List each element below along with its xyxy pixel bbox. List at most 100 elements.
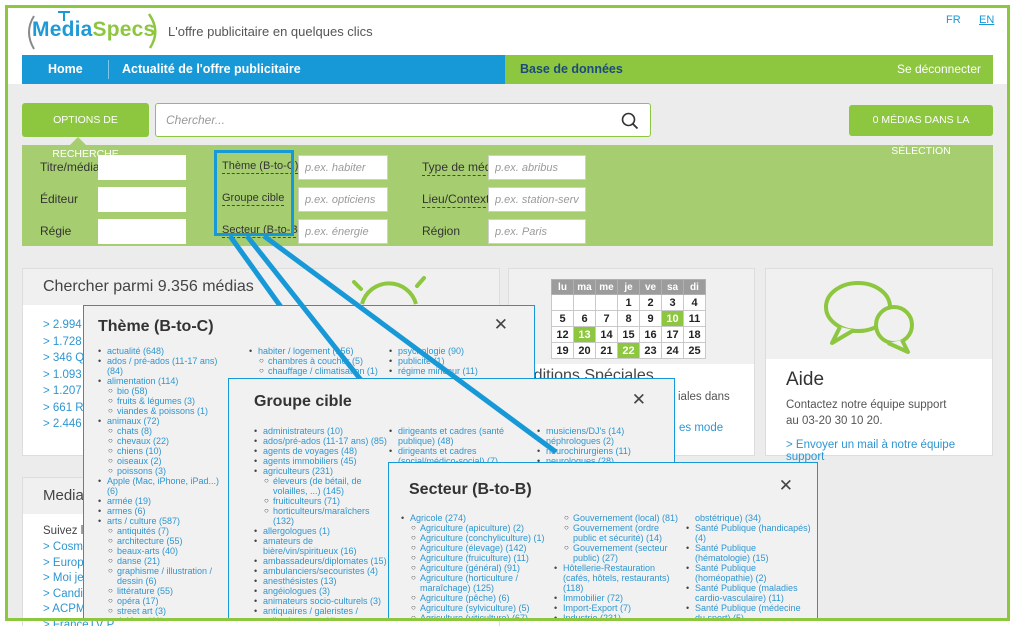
search-input[interactable]	[166, 104, 616, 136]
calendar-day-cell[interactable]: 17	[661, 326, 684, 343]
calendar-day-cell[interactable]: 10	[661, 310, 684, 327]
calendar-day-cell[interactable]: 4	[683, 294, 706, 311]
calendar-day-cell[interactable]: 1	[617, 294, 640, 311]
list-item[interactable]: ○chauffage / climatisation (1)	[259, 366, 378, 376]
list-item[interactable]: ○théâtre (41)	[98, 616, 230, 620]
list-item[interactable]: •animaux (72)	[98, 416, 160, 426]
list-item[interactable]: •neurochirurgiens (11)	[537, 446, 631, 456]
list-item[interactable]: ○viandes & poissons (1)	[108, 406, 209, 416]
calendar-day-cell[interactable]: 14	[595, 326, 618, 343]
list-item[interactable]: ○Agriculture (conchyliculture) (1)	[411, 533, 545, 543]
calendar-day-cell[interactable]: 18	[683, 326, 706, 343]
list-item[interactable]: ○antiquités (7)	[108, 526, 170, 536]
calendar-day-cell[interactable]: 24	[661, 342, 684, 359]
close-icon[interactable]: ✕	[778, 476, 793, 495]
list-item[interactable]: •agents immobiliers (45)	[254, 456, 357, 466]
label-groupe-cible[interactable]: Groupe cible	[222, 192, 285, 206]
list-item[interactable]: ○éleveurs (de bétail, de volailles, ...)…	[264, 476, 362, 496]
editions-link-fragment[interactable]: es mode	[679, 422, 724, 434]
list-item[interactable]: ○chevaux (22)	[108, 436, 170, 446]
list-item[interactable]: •néphrologues (2)	[537, 436, 615, 446]
list-item[interactable]: ○Gouvernement (ordre public et sécurité)…	[564, 523, 663, 543]
list-item[interactable]: •antiquaires / galeristes / collectionne…	[254, 606, 359, 621]
calendar-day-cell[interactable]: 8	[617, 310, 640, 327]
list-item[interactable]: •animateurs socio-culturels (3)	[254, 596, 382, 606]
list-item[interactable]: ○Agriculture (sylviculture) (5)	[411, 603, 530, 613]
list-item[interactable]: ○graphisme / illustration / dessin (6)	[108, 566, 213, 586]
list-item[interactable]: •alimentation (114)	[98, 376, 179, 386]
list-item[interactable]: •dirigeants et cadres (santé publique) (…	[389, 426, 505, 446]
list-item[interactable]: •administrateurs (10)	[254, 426, 344, 436]
list-item[interactable]: •ambulanciers/secouristes (4)	[254, 566, 379, 576]
label-type-media[interactable]: Type de média	[422, 160, 501, 176]
list-item[interactable]: •Santé Publique (maladies cardio-vascula…	[686, 583, 798, 603]
calendar-day-cell[interactable]: 23	[639, 342, 662, 359]
list-item[interactable]: •Apple (Mac, iPhone, iPad...) (6)	[98, 476, 220, 496]
list-item[interactable]: •musiciens/DJ's (14)	[537, 426, 625, 436]
calendar-day-cell[interactable]: 11	[683, 310, 706, 327]
list-item[interactable]: ○Agriculture (fruiculture) (11)	[411, 553, 529, 563]
list-item[interactable]: •angéiologues (3)	[254, 586, 331, 596]
link-item[interactable]: > FranceTV P	[43, 618, 115, 626]
list-item[interactable]: ○opéra (17)	[108, 596, 159, 606]
calendar-day-cell[interactable]: 19	[551, 342, 574, 359]
list-item[interactable]: ○chats (8)	[108, 426, 153, 436]
logo[interactable]: MediaSpecs	[32, 18, 155, 42]
list-item[interactable]: ○street art (3)	[108, 606, 167, 616]
list-item[interactable]: •ambassadeurs/diplomates (15)	[254, 556, 387, 566]
titre-media-input[interactable]	[98, 155, 186, 180]
groupe-cible-input[interactable]	[298, 187, 388, 212]
calendar-day-cell[interactable]: 9	[639, 310, 662, 327]
list-item[interactable]: •agents de voyages (48)	[254, 446, 358, 456]
editeur-input[interactable]	[98, 187, 186, 212]
list-item[interactable]: ○Agriculture (général) (91)	[411, 563, 521, 573]
logout-button[interactable]: Se déconnecter	[896, 62, 981, 76]
list-item[interactable]: •Agricole (274)	[401, 513, 467, 523]
list-item[interactable]: ○littérature (55)	[108, 586, 174, 596]
list-item[interactable]: ○Agriculture (horticulture / maraîchage)…	[411, 573, 519, 593]
calendar-day-cell[interactable]: 16	[639, 326, 662, 343]
list-item[interactable]: •Santé Publique (homéopathie) (2)	[686, 563, 767, 583]
label-lieu-contexte[interactable]: Lieu/Contexte	[422, 192, 497, 208]
list-item[interactable]: ○danse (21)	[108, 556, 161, 566]
calendar-day-cell[interactable]: 15	[617, 326, 640, 343]
aide-mail-link[interactable]: > Envoyer un mail à notre équipe support	[786, 439, 956, 463]
list-item[interactable]: •armée (19)	[98, 496, 152, 506]
calendar-day-cell[interactable]: 6	[573, 310, 596, 327]
lang-en-link[interactable]: EN	[979, 14, 995, 26]
list-item[interactable]: ○bio (58)	[108, 386, 148, 396]
regie-input[interactable]	[98, 219, 186, 244]
list-item[interactable]: •Santé Publique (médecine du sport) (5)	[686, 603, 801, 621]
list-item[interactable]: •allergologues (1)	[254, 526, 331, 536]
calendar-day-cell[interactable]: 3	[661, 294, 684, 311]
selection-count-button[interactable]: 0 MÉDIAS DANS LA SÉLECTION	[849, 105, 993, 157]
region-input[interactable]	[488, 219, 586, 244]
label-theme[interactable]: Thème (B-to-C)	[222, 160, 299, 174]
list-item[interactable]: •Hôtellerie-Restauration (cafés, hôtels,…	[554, 563, 670, 593]
list-item[interactable]: •Industrie (231)	[554, 613, 622, 621]
close-icon[interactable]: ✕	[631, 390, 646, 409]
calendar-day-cell[interactable]: 25	[683, 342, 706, 359]
list-item[interactable]: •Import-Export (7)	[554, 603, 632, 613]
list-item[interactable]: •arts / culture (587)	[98, 516, 181, 526]
list-item[interactable]: ○architecture (55)	[108, 536, 183, 546]
list-item[interactable]: ○fruits & légumes (3)	[108, 396, 196, 406]
list-item[interactable]: •habiter / logement (156)	[249, 346, 354, 356]
close-icon[interactable]: ✕	[493, 315, 508, 334]
list-item[interactable]: ○chambres à coucher (5)	[259, 356, 364, 366]
list-item[interactable]: ○chiens (10)	[108, 446, 162, 456]
calendar-day-cell[interactable]: 7	[595, 310, 618, 327]
list-item[interactable]: •publicité (1)	[389, 356, 445, 366]
search-options-button[interactable]: OPTIONS DE RECHERCHE	[22, 103, 149, 160]
list-item[interactable]: •Santé Publique (hématologie) (15)	[686, 543, 769, 563]
calendar-day-cell[interactable]: 22	[617, 342, 640, 359]
calendar-day-cell[interactable]: 2	[639, 294, 662, 311]
type-media-input[interactable]	[488, 155, 586, 180]
list-item[interactable]: •psychologie (90)	[389, 346, 465, 356]
calendar-day-cell[interactable]: 13	[573, 326, 596, 343]
calendar-day-cell[interactable]: 21	[595, 342, 618, 359]
list-item[interactable]: •ados/pré-ados (11-17 ans) (85)	[254, 436, 387, 446]
list-item[interactable]: •actualité (648)	[98, 346, 165, 356]
list-item[interactable]: •neurologues (28)	[537, 456, 615, 466]
list-item[interactable]: ○oiseaux (2)	[108, 456, 162, 466]
